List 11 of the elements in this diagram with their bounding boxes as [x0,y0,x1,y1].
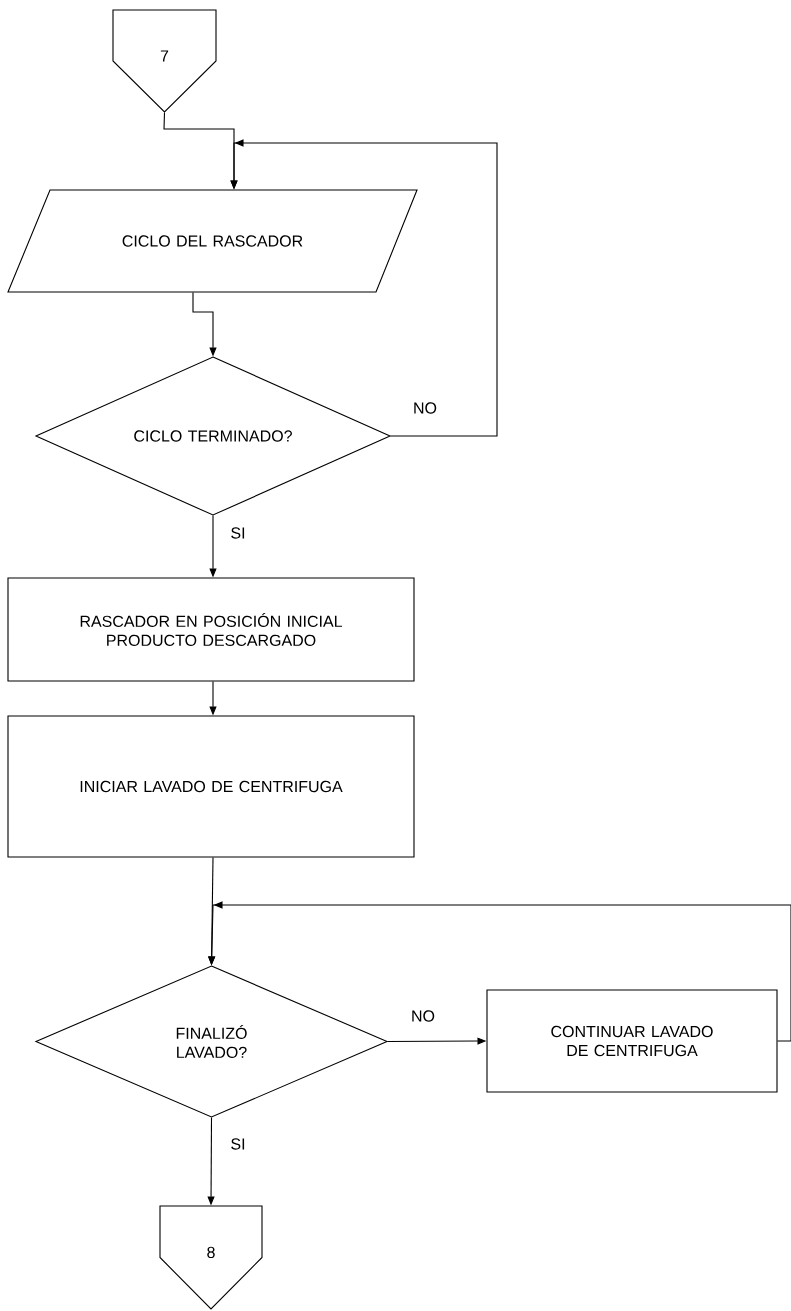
input-output-parallelogram: CICLO DEL RASCADOR [7,189,418,293]
process-box: INICIAR LAVADO DE CENTRIFUGA [7,715,415,858]
edge-label: SI [229,1137,247,1151]
edge-label: NO [412,401,438,415]
edge-label: SI [229,526,247,540]
process-box: RASCADOR EN POSICIÓN INICIAL PRODUCTO DESCARGADO [7,577,415,682]
edge-label: NO [410,1009,436,1023]
arrow [230,139,498,437]
off-page-connector: 7 [112,9,217,113]
off-page-connector: 8 [159,1205,263,1310]
process-box: CONTINUAR LAVADO DE CENTRIFUGA [486,989,778,1093]
